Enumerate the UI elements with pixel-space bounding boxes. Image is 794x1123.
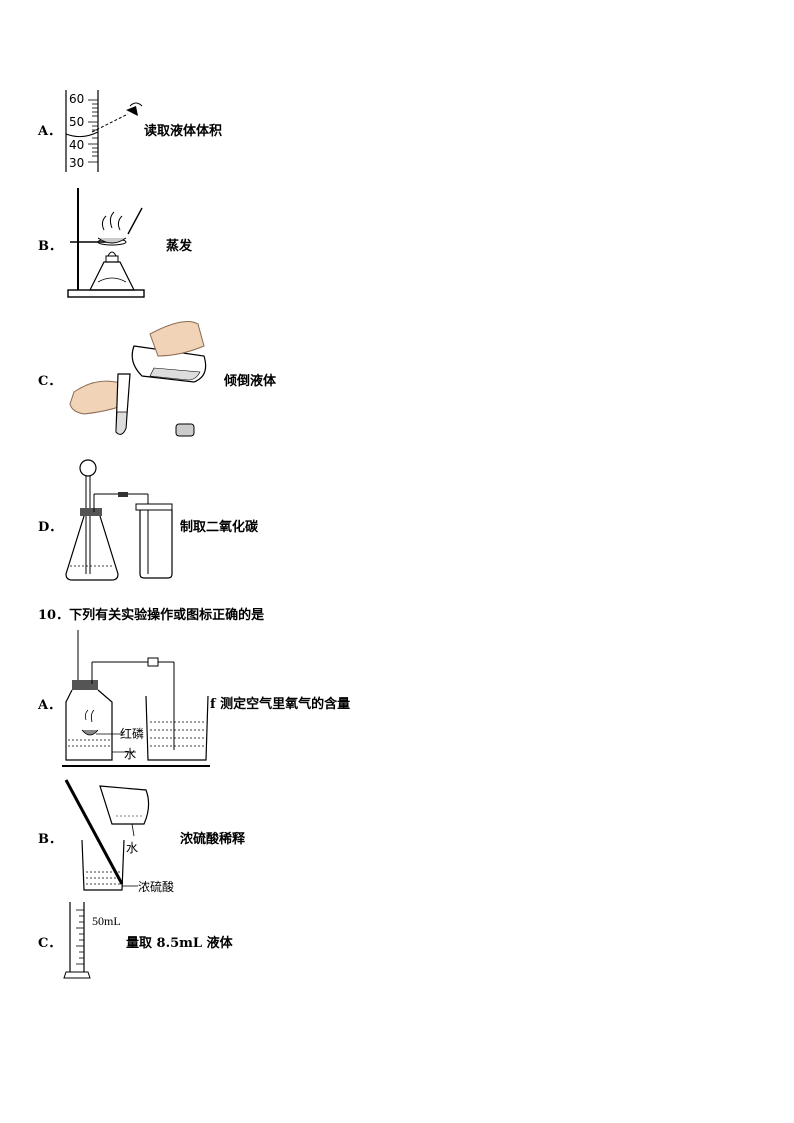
graduated-cylinder-reading-illustration (65, 90, 143, 172)
water-label-b: 水 (126, 841, 139, 855)
q10-option-c-caption: 量取 8.5mL 液体 (126, 936, 233, 951)
option-a-caption: 读取液体体积 (144, 124, 223, 139)
cylinder-volume-label: 50mL (92, 914, 121, 928)
oxygen-measurement-illustration (62, 630, 210, 767)
measuring-cylinder-illustration (63, 902, 91, 979)
tick-30: 30 (69, 156, 85, 170)
concentrated-acid-label: 浓硫酸 (138, 880, 175, 894)
water-label-a: 水 (124, 747, 137, 761)
q10-option-b-caption: 浓硫酸稀释 (180, 832, 246, 847)
question-10-title: 10．下列有关实验操作或图标正确的是 (38, 608, 265, 623)
option-d-letter: D． (38, 520, 63, 535)
option-c-letter: C． (38, 374, 62, 389)
q10-option-c-letter: C． (38, 936, 62, 951)
tick-40: 40 (69, 138, 85, 152)
option-b-caption: 蒸发 (166, 239, 193, 254)
option-a-letter: A． (38, 124, 62, 139)
q10-option-b-letter: B． (38, 832, 62, 847)
acid-dilution-illustration (64, 779, 150, 891)
option-b-letter: B． (38, 239, 62, 254)
q10-option-a-letter: A． (38, 698, 62, 713)
red-phosphorus-label: 红磷 (120, 727, 145, 741)
tick-60: 60 (69, 92, 85, 106)
option-d-caption: 制取二氧化碳 (180, 520, 259, 535)
q10-option-a-caption: f 测定空气里氧气的含量 (210, 697, 351, 712)
co2-apparatus-illustration (65, 459, 173, 581)
evaporation-illustration (67, 188, 145, 298)
pouring-liquid-illustration (69, 321, 207, 437)
option-c-caption: 倾倒液体 (224, 374, 277, 389)
tick-50: 50 (69, 115, 85, 129)
